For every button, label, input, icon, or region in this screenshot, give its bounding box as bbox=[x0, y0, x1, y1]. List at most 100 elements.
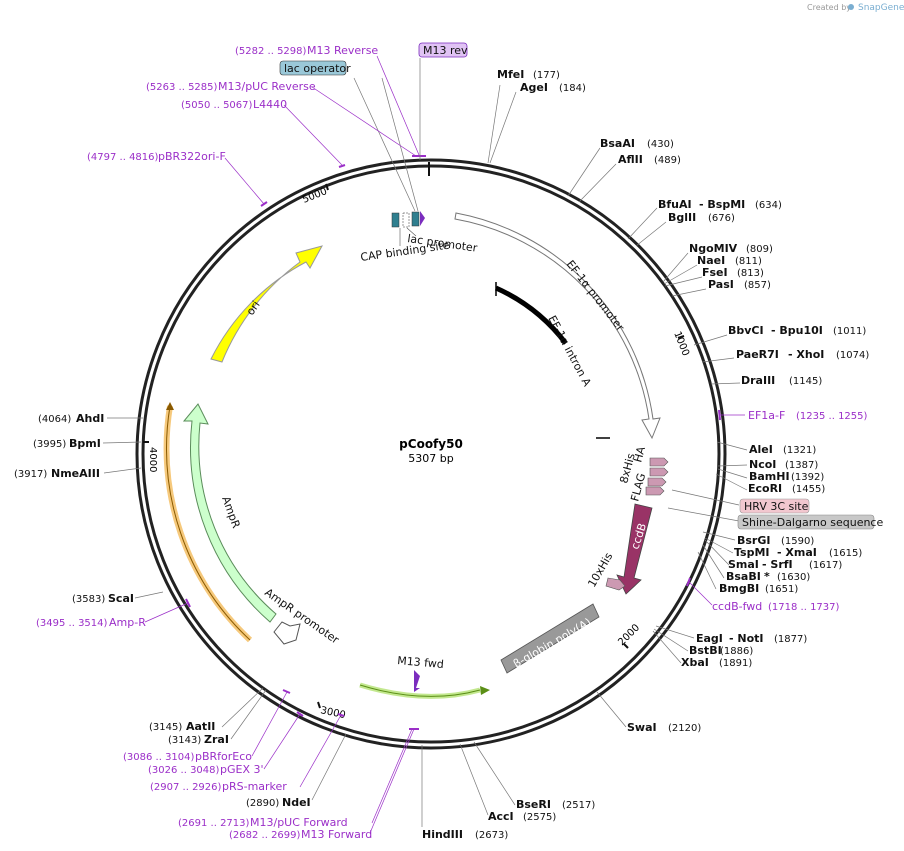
tick-2000 bbox=[623, 643, 629, 649]
plasmid-size: 5307 bp bbox=[408, 452, 453, 465]
enzyme-bbvci-pos: (1011) bbox=[833, 326, 866, 337]
enzyme-bmgbi[interactable]: BmgBI bbox=[719, 582, 759, 595]
enzyme-aflii-pos: (489) bbox=[654, 155, 681, 166]
enzyme-acci[interactable]: AccI bbox=[488, 810, 514, 823]
tick-label-1000: 1000 bbox=[671, 330, 691, 358]
m13rev-box[interactable] bbox=[418, 42, 468, 58]
ef1af-tick bbox=[718, 409, 721, 421]
m13reverse-range: (5282 .. 5298) bbox=[235, 46, 307, 57]
m13puc-reverse-range: (5263 .. 5285) bbox=[146, 82, 218, 93]
ef1a-intron-bar[interactable] bbox=[494, 285, 605, 439]
enzyme-swai[interactable]: SwaI bbox=[627, 721, 657, 734]
enzyme-eagi[interactable]: EagI bbox=[696, 632, 723, 645]
enzyme-mfei[interactable]: MfeI bbox=[497, 68, 524, 81]
ccdbfwd-range: (1718 .. 1737) bbox=[768, 602, 840, 613]
enzyme-bglii[interactable]: BglII bbox=[668, 211, 696, 224]
ha-label: HA bbox=[631, 445, 648, 464]
m13fwd-bar[interactable] bbox=[359, 682, 481, 699]
ccdb-arrow[interactable] bbox=[616, 503, 653, 595]
enzyme-hindiii[interactable]: HindIII bbox=[422, 828, 463, 841]
flag-tag[interactable] bbox=[647, 477, 667, 487]
enzyme-bseri[interactable]: BseRI bbox=[516, 798, 551, 811]
enzyme-bfuai[interactable]: BfuAI bbox=[658, 198, 692, 211]
m13fwd-bar-line bbox=[359, 684, 481, 697]
enzyme-aflii[interactable]: AflII bbox=[618, 153, 643, 166]
enzyme-bsaai-pos: (430) bbox=[647, 139, 674, 150]
enzyme-swai-pos: (2120) bbox=[668, 723, 701, 734]
enzyme-bamhi[interactable]: BamHI bbox=[749, 470, 790, 483]
prs-name: pRS-marker bbox=[222, 780, 287, 793]
ori-arrow[interactable] bbox=[210, 245, 323, 363]
enzyme-paer7i[interactable]: PaeR7I bbox=[736, 348, 779, 361]
enzyme-agei[interactable]: AgeI bbox=[520, 81, 548, 94]
enzyme-xbai-pos: (1891) bbox=[719, 658, 752, 669]
ampr-promoter-arrow[interactable] bbox=[273, 621, 301, 645]
primer-ticks bbox=[185, 155, 721, 730]
enzyme-scai[interactable]: ScaI bbox=[108, 592, 134, 605]
enzyme-bpmi[interactable]: BpmI bbox=[69, 437, 101, 450]
his8-tag[interactable] bbox=[649, 457, 669, 467]
enzyme-bsabi[interactable]: BsaBI bbox=[726, 570, 761, 583]
lac-operator-box[interactable] bbox=[411, 211, 420, 227]
enzyme-bsaai[interactable]: BsaAI bbox=[600, 137, 635, 150]
enzyme-naei[interactable]: NaeI bbox=[697, 254, 725, 267]
hrv3c-label: HRV 3C site bbox=[744, 500, 809, 513]
pgex3-range: (3026 .. 3048) bbox=[148, 765, 220, 776]
m13fwd-name: M13 Forward bbox=[301, 828, 372, 841]
bglobin-polya-box[interactable] bbox=[500, 603, 600, 674]
enzyme-alei[interactable]: AleI bbox=[749, 443, 773, 456]
hrv3c-leader bbox=[671, 489, 740, 506]
enzyme-ncoi[interactable]: NcoI bbox=[749, 458, 776, 471]
enzyme-smai-pos: (1617) bbox=[809, 560, 842, 571]
enzyme-xmai[interactable]: - XmaI bbox=[777, 546, 817, 559]
enzyme-aatii-pos: (3145) bbox=[149, 722, 182, 733]
enzyme-bstbi-pos: (1886) bbox=[720, 646, 753, 657]
enzyme-agei-pos: (184) bbox=[559, 83, 586, 94]
enzyme-xhoi[interactable]: - XhoI bbox=[788, 348, 824, 361]
enzyme-bstbi[interactable]: BstBI bbox=[689, 644, 722, 657]
lac-operator-box-callout[interactable] bbox=[279, 60, 347, 76]
his10-tag[interactable] bbox=[605, 577, 626, 591]
ampr-arrow[interactable] bbox=[182, 403, 277, 623]
cap-site-box[interactable] bbox=[391, 212, 400, 228]
enzyme-bspmi[interactable]: - BspMI bbox=[699, 198, 745, 211]
enzyme-xbai[interactable]: XbaI bbox=[681, 656, 709, 669]
enzyme-smai[interactable]: SmaI bbox=[728, 558, 759, 571]
bglobin-polya-label: β-globin poly(A) bbox=[511, 616, 593, 671]
enzyme-fsei-pos: (813) bbox=[737, 268, 764, 279]
enzyme-bpu10i[interactable]: - Bpu10I bbox=[771, 324, 823, 337]
hrv3c-box[interactable] bbox=[739, 498, 810, 514]
enzyme-tspmi[interactable]: TspMI bbox=[734, 546, 770, 559]
enzyme-ndei-pos: (2890) bbox=[246, 798, 279, 809]
enzyme-ecori[interactable]: EcoRI bbox=[748, 482, 782, 495]
leader-lines bbox=[102, 58, 748, 827]
enzyme-zrai[interactable]: ZraI bbox=[204, 733, 229, 746]
enzyme-zrai-pos: (3143) bbox=[168, 735, 201, 746]
enzyme-draiii[interactable]: DraIII bbox=[741, 374, 775, 387]
enzyme-ngomiv[interactable]: NgoMIV bbox=[689, 242, 738, 255]
ef1a-promoter-label: EF-1α promoter bbox=[564, 258, 628, 334]
enzyme-ahdi[interactable]: AhdI bbox=[76, 412, 104, 425]
prs-range: (2907 .. 2926) bbox=[150, 782, 222, 793]
enzyme-bbvci[interactable]: BbvCI bbox=[728, 324, 764, 337]
enzyme-pasi[interactable]: PasI bbox=[708, 278, 734, 291]
enzyme-srfi[interactable]: - SrfI bbox=[762, 558, 793, 571]
tick-3000 bbox=[317, 701, 321, 709]
m13rev-inner-mark bbox=[420, 211, 425, 226]
m13fwd-primer-mark bbox=[414, 670, 420, 692]
shine-box[interactable] bbox=[737, 514, 875, 530]
enzyme-nmeaiii[interactable]: NmeAIII bbox=[51, 467, 100, 480]
enzyme-ndei[interactable]: NdeI bbox=[282, 796, 311, 809]
hrv-tag[interactable] bbox=[645, 486, 665, 496]
enzyme-nmeaiii-pos: (3917) bbox=[14, 469, 47, 480]
l4440-range: (5050 .. 5067) bbox=[181, 100, 253, 111]
pbrforeco-range: (3086 .. 3104) bbox=[123, 752, 195, 763]
enzyme-bsrgi[interactable]: BsrGI bbox=[737, 534, 770, 547]
ha-tag[interactable] bbox=[649, 467, 669, 477]
enzyme-fsei[interactable]: FseI bbox=[702, 266, 728, 279]
enzyme-noti[interactable]: - NotI bbox=[729, 632, 764, 645]
lac-promoter-leader bbox=[406, 227, 417, 237]
enzyme-aatii[interactable]: AatII bbox=[186, 720, 215, 733]
ef1a-promoter-arrow[interactable] bbox=[454, 212, 661, 440]
lac-promoter-box[interactable] bbox=[402, 212, 410, 228]
